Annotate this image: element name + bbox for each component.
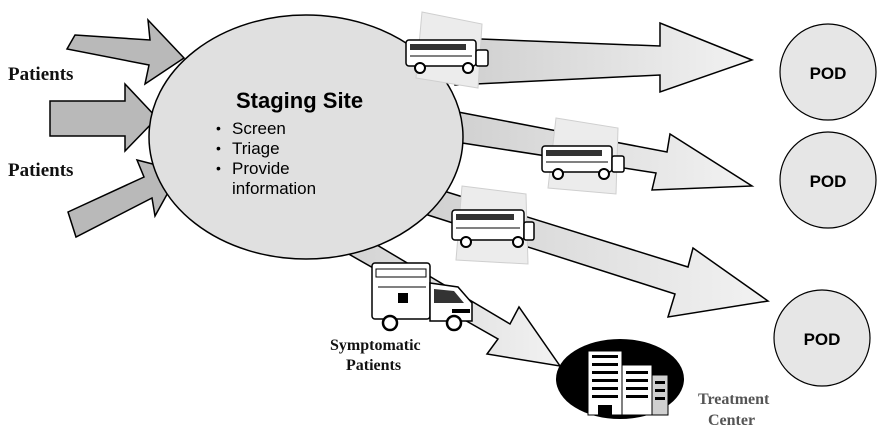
staging-site-ellipse xyxy=(148,14,464,260)
bus-icon xyxy=(451,185,535,265)
pod-label-top: POD xyxy=(810,64,847,83)
bullet-dot: • xyxy=(216,120,221,136)
treatment-label-line2: Center xyxy=(708,412,755,429)
pod-label-bottom: POD xyxy=(804,330,841,349)
staging-site-bullets: • Screen • Triage • Provide information xyxy=(216,119,316,198)
patients-label-bottom: Patients xyxy=(8,160,73,181)
bus-icon xyxy=(405,11,489,89)
pod-circle-middle xyxy=(779,131,877,229)
symptomatic-label-line2: Patients xyxy=(346,357,401,374)
pod-label-middle: POD xyxy=(810,172,847,191)
bullet-provide: Provide xyxy=(232,159,290,178)
bullet-screen: Screen xyxy=(232,119,286,138)
arrow-to-pod-top xyxy=(454,21,755,94)
symptomatic-label-line1: Symptomatic xyxy=(330,337,421,354)
pod-circle-bottom xyxy=(773,289,871,387)
ambulance-icon xyxy=(371,262,473,332)
bullet-information: information xyxy=(232,179,316,198)
treatment-label-line1: Treatment xyxy=(698,391,770,408)
bullet-dot: • xyxy=(216,140,221,156)
pod-circle-top xyxy=(779,23,877,121)
bullet-dot: • xyxy=(216,160,221,176)
bullet-triage: Triage xyxy=(232,139,280,158)
patients-label-top: Patients xyxy=(8,64,73,85)
input-arrow-top xyxy=(65,17,186,86)
bus-icon xyxy=(541,117,625,195)
input-arrow-middle xyxy=(49,82,159,153)
staging-site-title: Staging Site xyxy=(236,88,363,113)
hospital-building-icon xyxy=(556,339,684,419)
